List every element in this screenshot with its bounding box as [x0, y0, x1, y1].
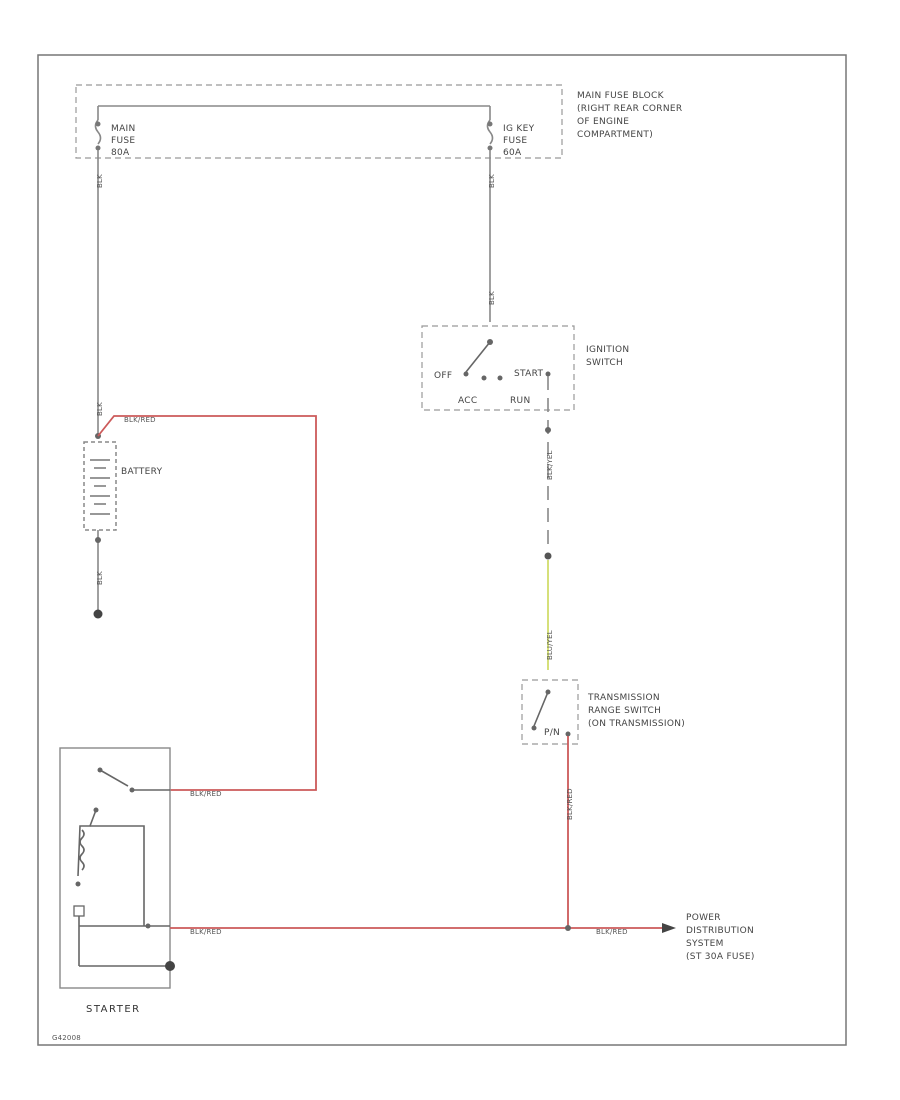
power-distribution-label: POWER DISTRIBUTION SYSTEM (ST 30A FUSE) [686, 913, 757, 962]
arrow-to-power-distribution [662, 923, 676, 933]
connector-yellow-start [544, 552, 552, 560]
starter-internals [73, 767, 175, 971]
main-fuse-block-box [75, 84, 563, 159]
ign-position-run: RUN [510, 396, 530, 406]
ignition-switch-label: IGNITION SWITCH [586, 345, 633, 368]
main-fuse-label: MAIN FUSE 80A [111, 124, 139, 158]
ig-key-fuse [486, 106, 494, 151]
ign-position-off: OFF [434, 371, 452, 381]
wire-label-battery-positive: BLK [96, 402, 104, 416]
battery-label: BATTERY [121, 467, 163, 477]
ign-position-start: START [514, 369, 543, 379]
starter-box [59, 747, 171, 989]
diagram-frame [37, 54, 847, 1046]
wire-label-battery-to-starter: BLK/RED [124, 416, 156, 424]
wire-label-starter-motor: BLK/RED [190, 928, 222, 936]
wire-label-ignition-in: BLK [488, 291, 496, 305]
wire-label-trs-out: BLK/RED [566, 788, 574, 820]
wire-label-trs-in: BLU/YEL [546, 630, 554, 660]
trs-position-label: P/N [544, 728, 560, 738]
main-fuse [94, 106, 102, 151]
battery-symbol [83, 441, 117, 531]
wire-label-ignition-out: BLK/YEL [546, 450, 554, 480]
wire-label-pds: BLK/RED [596, 928, 628, 936]
ign-position-acc: ACC [458, 396, 477, 406]
ig-key-fuse-label: IG KEY FUSE 60A [503, 124, 538, 158]
wire-label-ig-fuse-down: BLK [488, 174, 496, 188]
ignition-switch-contacts [463, 339, 551, 381]
wire-battery-to-starter [97, 415, 317, 791]
transmission-range-switch-contacts [531, 689, 571, 737]
transmission-range-switch-label: TRANSMISSION RANGE SWITCH (ON TRANSMISSI… [587, 693, 685, 729]
wire-label-starter-solenoid: BLK/RED [190, 790, 222, 798]
figure-id: G42008 [52, 1034, 81, 1042]
starter-label: STARTER [86, 1004, 141, 1015]
splice-trs-junction [565, 925, 571, 931]
battery-negative-terminal [95, 537, 101, 543]
wire-label-main-fuse-down: BLK [96, 174, 104, 188]
wire-label-battery-negative: BLK [96, 571, 104, 585]
ignition-switch-box [421, 325, 575, 411]
ground-point [93, 609, 103, 619]
main-fuse-block-label: MAIN FUSE BLOCK (RIGHT REAR CORNER OF EN… [577, 91, 686, 140]
connector-ign-out [545, 427, 551, 433]
